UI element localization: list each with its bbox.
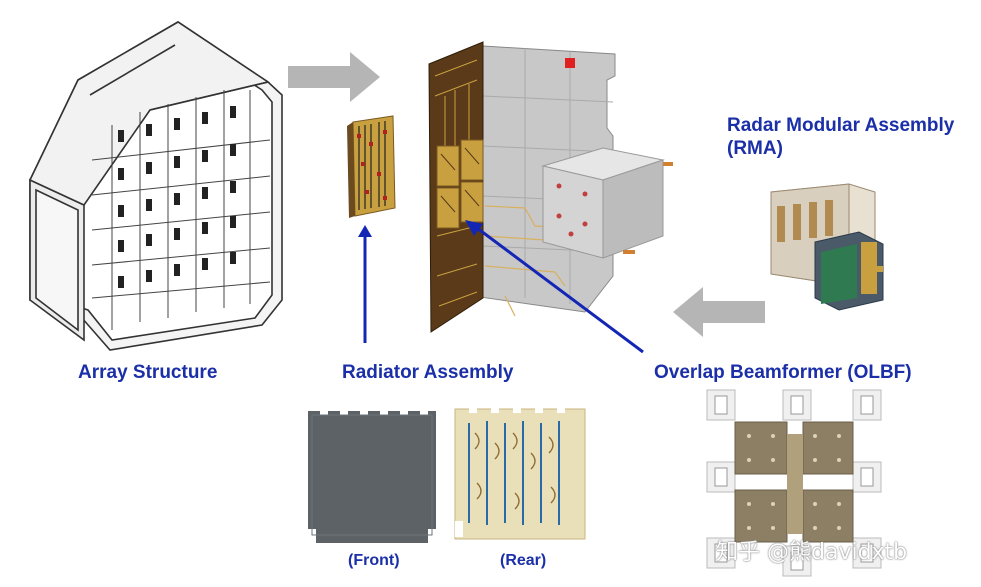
radiator-assembly-illustration [347,115,396,218]
radiator-front-photo [308,405,436,543]
radiator-rear-photo [454,403,586,540]
rma-label-line2: (RMA) [727,138,783,159]
blue-diagonal-arrow-icon [465,220,644,354]
olbf-board-illustration [428,41,673,333]
blue-up-arrow-icon [358,225,372,343]
gray-left-arrow-icon [673,287,765,337]
rear-caption: (Rear) [500,552,547,569]
front-caption: (Front) [348,552,400,569]
gray-right-arrow-icon [288,52,380,102]
olbf-label: Overlap Beamformer (OLBF) [654,362,912,383]
olbf-photo-illustration [706,389,882,577]
rma-photo-illustration [770,183,884,311]
watermark-text: 知乎 @熊davidxtb [716,540,908,565]
radiator-assembly-label: Radiator Assembly [342,362,514,383]
array-structure-label: Array Structure [78,362,218,383]
rma-label-line1: Radar Modular Assembly [727,115,955,136]
